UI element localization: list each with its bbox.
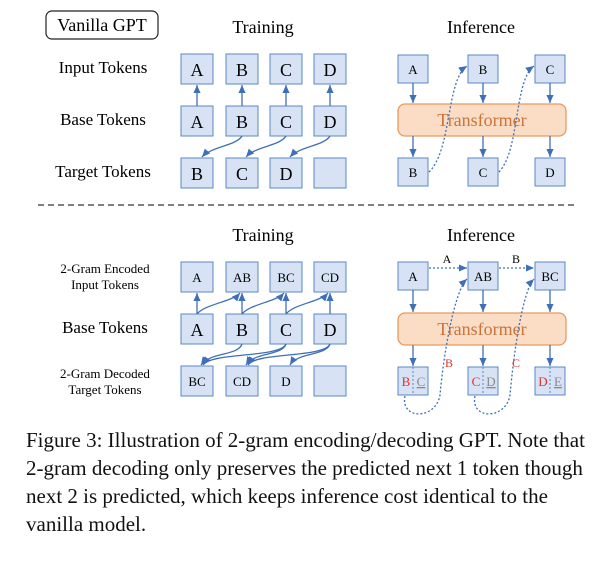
token: D <box>324 60 337 80</box>
arrow-label: A <box>443 252 452 266</box>
bottom-transformer-block: Transformer <box>397 312 567 346</box>
token: B <box>236 112 248 132</box>
token-dropped: D <box>486 374 495 389</box>
bottom-inf-input-row: A AB BC <box>397 261 566 291</box>
token: D <box>324 112 337 132</box>
top-training-title: Training <box>232 17 293 37</box>
token: C <box>546 62 555 77</box>
token: A <box>191 60 204 80</box>
bottom-train-input-row: A AB BC CD <box>180 261 347 293</box>
token: D <box>281 374 290 389</box>
token-dropped: E <box>554 374 562 389</box>
bottom-inference-title: Inference <box>447 225 515 245</box>
token: A <box>408 62 418 77</box>
token: B <box>191 164 203 184</box>
transformer-label: Transformer <box>437 110 526 130</box>
bottom-inf-output-row: B C C D D E <box>397 366 566 396</box>
token: C <box>280 60 292 80</box>
token: AB <box>474 269 492 284</box>
token: BC <box>541 269 558 284</box>
token: D <box>545 165 554 180</box>
token: D <box>324 320 337 340</box>
top-train-base-row: A B C D <box>180 105 347 137</box>
side-label: C <box>512 356 520 370</box>
token: A <box>408 269 418 284</box>
top-train-target-row: B C D <box>180 157 347 189</box>
token: C <box>236 164 248 184</box>
token: CD <box>321 270 339 285</box>
transformer-label: Transformer <box>437 319 526 339</box>
badge-vanilla-gpt: Vanilla GPT <box>45 10 159 40</box>
bottom-row-label-target: 2-Gram Decoded Target Tokens <box>60 366 150 397</box>
token: C <box>479 165 488 180</box>
label-line: Target Tokens <box>68 382 141 397</box>
label-line: 2-Gram Decoded <box>60 366 150 381</box>
bottom-inf-arrows <box>404 278 554 415</box>
bottom-train-target-row: BC CD D <box>180 365 347 397</box>
token-dropped: C <box>417 374 426 389</box>
token: B <box>236 60 248 80</box>
token-kept: B <box>402 374 411 389</box>
token: A <box>191 320 204 340</box>
top-row-label-target: Target Tokens <box>55 162 151 181</box>
token-kept: D <box>538 374 547 389</box>
token: CD <box>233 374 251 389</box>
token: D <box>280 164 293 184</box>
side-label: B <box>445 356 453 370</box>
token: A <box>192 270 202 285</box>
top-row-label-base: Base Tokens <box>60 110 146 129</box>
bottom-training-title: Training <box>232 225 293 245</box>
figure-diagram: Vanilla GPT Training Inference Input Tok… <box>38 10 578 415</box>
top-inference-title: Inference <box>447 17 515 37</box>
bottom-train-arrows <box>193 292 334 366</box>
arrow-label: B <box>512 252 520 266</box>
bottom-row-label-base: Base Tokens <box>62 318 148 337</box>
top-train-input-row: A B C D <box>180 53 347 85</box>
token: C <box>280 320 292 340</box>
top-train-arrows <box>193 85 334 158</box>
token: B <box>409 165 418 180</box>
figure-caption: Figure 3: Illustration of 2-gram encodin… <box>26 428 585 536</box>
top-transformer-block: Transformer <box>397 103 567 137</box>
top-inf-arrows <box>409 65 554 173</box>
label-line: Input Tokens <box>71 277 139 292</box>
token: B <box>236 320 248 340</box>
token: C <box>280 112 292 132</box>
badge-label: Vanilla GPT <box>57 15 147 35</box>
token: BC <box>188 374 205 389</box>
token: AB <box>233 270 251 285</box>
top-inf-input-row: A B C <box>397 54 566 84</box>
token: B <box>479 62 488 77</box>
token-kept: C <box>472 374 481 389</box>
top-row-label-input: Input Tokens <box>59 58 148 77</box>
token: A <box>191 112 204 132</box>
bottom-train-base-row: A B C D <box>180 313 347 345</box>
label-line: 2-Gram Encoded <box>60 261 150 276</box>
token: BC <box>277 270 294 285</box>
top-inf-output-row: B C D <box>397 157 566 187</box>
bottom-row-label-input: 2-Gram Encoded Input Tokens <box>60 261 150 292</box>
